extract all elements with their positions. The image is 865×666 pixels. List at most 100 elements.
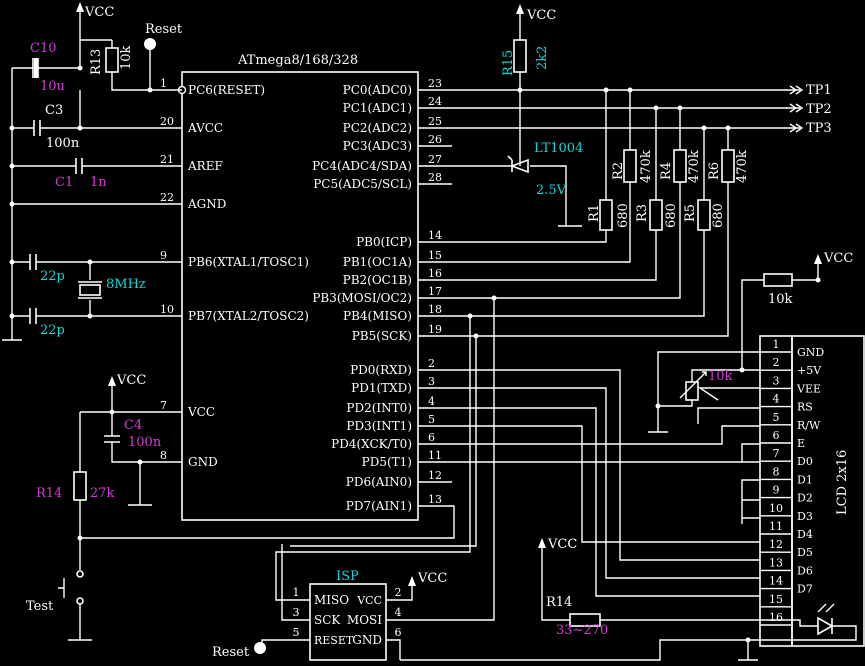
junction bbox=[677, 105, 683, 111]
lcd-pin-number: 3 bbox=[773, 374, 780, 387]
chip-pin-number: 3 bbox=[428, 375, 435, 388]
reset-top-label: Reset bbox=[145, 22, 183, 37]
lcd-pin-number: 6 bbox=[773, 429, 780, 442]
c4-value: 100n bbox=[128, 435, 162, 450]
led-diode-icon bbox=[817, 616, 834, 636]
pot-value: 10k bbox=[708, 369, 733, 384]
junction bbox=[109, 409, 115, 415]
tp3-label: TP3 bbox=[806, 121, 832, 136]
lcd-rs-rw-wire bbox=[418, 407, 760, 445]
chip-pin-label: PD7(AIN1) bbox=[346, 499, 412, 513]
chip-right-pins: PC0(ADC0)23PC1(ADC1)24PC2(ADC2)25PC3(ADC… bbox=[312, 77, 452, 513]
vcc-arrow-icon bbox=[814, 254, 822, 264]
lcd-title: LCD 2x16 bbox=[835, 450, 850, 515]
vcc-arrow-icon bbox=[76, 2, 84, 12]
chip-pin-label: GND bbox=[188, 455, 218, 469]
r14-bl-value: 33~270 bbox=[556, 623, 608, 638]
r15-resistor bbox=[513, 39, 527, 73]
chip-pin-number: 18 bbox=[428, 303, 442, 316]
c10-ref: C10 bbox=[30, 41, 57, 56]
chip-body bbox=[181, 71, 419, 521]
r3-value: 680 bbox=[664, 203, 679, 228]
reset-bottom-label: Reset bbox=[212, 645, 250, 660]
isp-pin-number: 5 bbox=[293, 626, 300, 639]
chip-name: ATmega8/168/328 bbox=[237, 53, 358, 68]
junction bbox=[745, 637, 751, 643]
junction bbox=[517, 87, 523, 93]
chip-pin-label: PB7(XTAL2/TOSC2) bbox=[188, 309, 309, 323]
chip-pin-number: 6 bbox=[428, 431, 435, 444]
junction bbox=[9, 163, 15, 169]
lcd-pin-number: 2 bbox=[773, 356, 780, 369]
vcc-bl-label: VCC bbox=[547, 537, 577, 552]
r2-value: 470k bbox=[639, 150, 654, 183]
chip-pin-label: PC0(ADC0) bbox=[343, 83, 412, 97]
isp-pin-label: VCC bbox=[356, 594, 382, 607]
junction bbox=[627, 87, 633, 93]
lcd-pin-number: 1 bbox=[773, 338, 780, 351]
c3-value: 100n bbox=[46, 136, 80, 151]
chip-pin-label: PB3(MOSI/OC2) bbox=[312, 291, 412, 305]
lcd-pin-label: VEE bbox=[796, 382, 821, 395]
backlight-wire bbox=[400, 540, 857, 661]
c4-capacitor bbox=[104, 435, 120, 443]
test-label[interactable]: Test bbox=[26, 599, 54, 614]
lcd-pin-label: D7 bbox=[797, 583, 813, 596]
lcd-gnd-wire bbox=[648, 351, 760, 433]
isp-pin-label: GND bbox=[352, 633, 382, 647]
lcd-pin-number: 4 bbox=[773, 393, 780, 406]
chip-pin-label: PD2(INT0) bbox=[346, 401, 412, 415]
chip-pin-number: 7 bbox=[160, 399, 167, 412]
lcd-pin-label: +5V bbox=[797, 364, 822, 377]
chip-pin-label: PD0(RXD) bbox=[350, 363, 412, 377]
lcd-pin-label: D6 bbox=[797, 564, 813, 577]
xtal-wire bbox=[12, 261, 182, 317]
lcd-pin-number: 9 bbox=[773, 484, 780, 497]
isp-pin-label: RESET bbox=[314, 634, 354, 647]
pot-resistor bbox=[685, 381, 699, 401]
chip-pin-number: 16 bbox=[428, 267, 442, 280]
vcc-left-label: VCC bbox=[116, 373, 146, 388]
lcd-pin-label: D2 bbox=[797, 492, 813, 505]
isp-wiring bbox=[261, 298, 495, 660]
test-point-network: TP1 TP2 TP3 VCC R15 2k2 LT1004 2.5V R1 6… bbox=[418, 4, 832, 337]
junction bbox=[9, 313, 15, 319]
chip-pin-number: 4 bbox=[428, 395, 435, 408]
lcd-module: LCD 2x16 1GND2+5V3VEE4RS5R/W6E7D08D19D21… bbox=[400, 251, 865, 661]
tp-bus-wires bbox=[418, 89, 800, 129]
lcd-pin-number: 14 bbox=[769, 575, 783, 588]
c10-plate bbox=[34, 58, 38, 78]
chip-pin-number: 25 bbox=[428, 115, 442, 128]
chip-pin-number: 2 bbox=[428, 357, 435, 370]
chip-pin-number: 21 bbox=[160, 153, 174, 166]
lcd-pin-number: 13 bbox=[769, 556, 783, 569]
pot-arrow-icon bbox=[679, 371, 707, 399]
isp-body bbox=[309, 583, 387, 661]
chip-pin-number: 23 bbox=[428, 77, 442, 90]
lcd-pin-label: D0 bbox=[797, 455, 813, 468]
chip-pin-label: PB2(OC1B) bbox=[343, 273, 412, 287]
lcd-pin-label: D5 bbox=[797, 546, 813, 559]
crystal-plates bbox=[78, 281, 102, 299]
chip-pin-number: 5 bbox=[428, 413, 435, 426]
r6-ref: R6 bbox=[707, 162, 722, 180]
chip-pin-label: AVCC bbox=[187, 121, 223, 135]
crystal-icon bbox=[79, 284, 101, 296]
chip-pin-number: 8 bbox=[160, 449, 167, 462]
chip-pin-label: PC6(RESET) bbox=[188, 83, 265, 97]
isp-pin-label: MOSI bbox=[347, 613, 382, 627]
r1-resistor bbox=[599, 199, 613, 231]
chip-pin-label: PD3(INT1) bbox=[346, 419, 412, 433]
chip-pin-number: 28 bbox=[428, 171, 442, 184]
r14-bl-ref: R14 bbox=[546, 595, 572, 610]
r5-resistor bbox=[697, 199, 711, 231]
junction bbox=[87, 313, 93, 319]
junction bbox=[739, 367, 745, 373]
lcd-pins: 1GND2+5V3VEE4RS5R/W6E7D08D19D210D311D412… bbox=[760, 338, 824, 626]
tp1-label: TP1 bbox=[806, 83, 832, 98]
vcc-isp-label: VCC bbox=[417, 571, 447, 586]
cxtal2-value: 22p bbox=[40, 323, 65, 338]
r13-resistor bbox=[105, 47, 119, 73]
junction bbox=[473, 333, 479, 339]
